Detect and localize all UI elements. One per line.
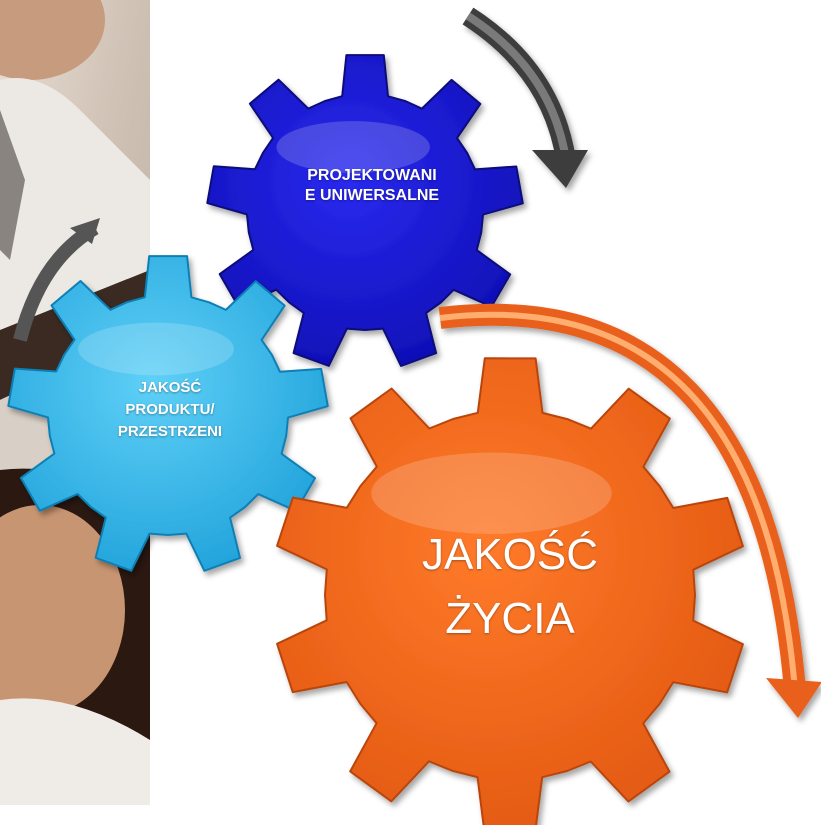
rotation-arrow-orange: [438, 303, 821, 718]
gear-label-line: JAKOŚĆ: [138, 379, 202, 396]
gear-label-line: E UNIWERSALNE: [304, 187, 440, 204]
gear-life-quality: [276, 357, 744, 830]
gear-label-line: ŻYCIA: [445, 593, 575, 643]
gear-universal-design: [206, 54, 524, 367]
gear-label-universal-design: PROJEKTOWANI E UNIWERSALNE: [262, 166, 482, 206]
gear-product-quality: [7, 255, 329, 572]
gear-label-line: PRZESTRZENI: [117, 422, 223, 440]
gear-label-line: JAKOŚĆ: [421, 530, 599, 579]
gear-label-line: PROJEKTOWANI: [307, 167, 437, 184]
gear-label-product-quality: JAKOŚĆ PRODUKTU/ PRZESTRZENI: [70, 377, 270, 442]
gear-label-line: PRODUKTU/: [125, 400, 215, 418]
rotation-arrow-top: [462, 7, 588, 188]
woman-face: [0, 505, 125, 715]
gear-label-life-quality: JAKOŚĆ ŻYCIA: [360, 523, 660, 651]
man-face: [0, 0, 105, 80]
